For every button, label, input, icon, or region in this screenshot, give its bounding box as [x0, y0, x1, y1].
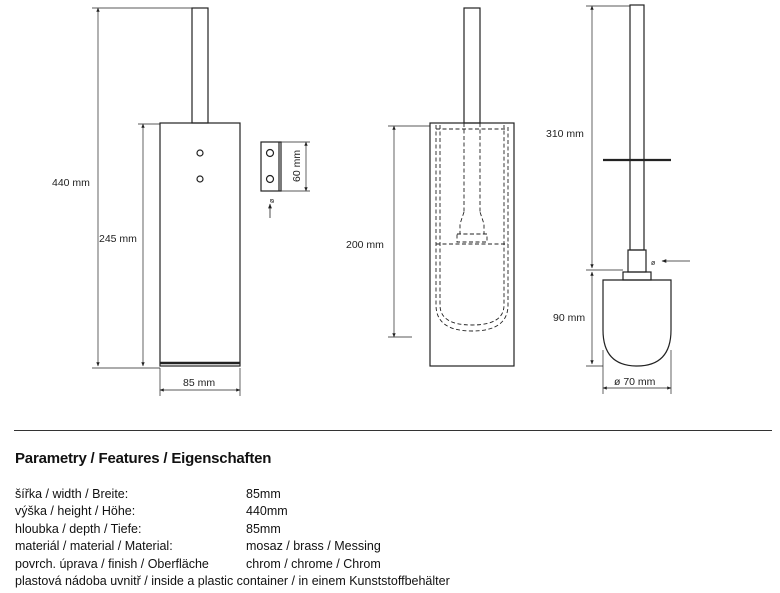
spec-row-width: šířka / width / Breite: 85mm [15, 486, 635, 503]
dim-245-label: 245 mm [99, 233, 137, 245]
features-heading: Parametry / Features / Eigenschaften [15, 450, 272, 467]
dim-70-label: ø 70 mm [614, 376, 656, 388]
spec-label: šířka / width / Breite: [15, 487, 129, 501]
screw-hole-top [196, 149, 204, 157]
spec-value: 440mm [246, 504, 288, 519]
dim-200-label: 200 mm [346, 239, 384, 251]
dim-440-line [92, 7, 192, 369]
dim-60-label: 60 mm [291, 150, 303, 182]
dim-60-line [281, 141, 310, 192]
spec-row-finish: povrch. úprava / finish / Oberfläche chr… [15, 556, 635, 573]
spec-value: chrom / chrome / Chrom [246, 556, 381, 571]
features-table: šířka / width / Breite: 85mm výška / hei… [15, 486, 635, 590]
dim-90-label: 90 mm [553, 312, 585, 324]
dim-70-line [602, 350, 672, 394]
front-handle [191, 7, 209, 124]
section-hidden-lines [435, 123, 509, 332]
technical-drawing: 440 mm 245 mm 85 mm 60 mm ø [52, 4, 690, 396]
section-divider [14, 430, 772, 431]
dim-245-line [138, 123, 160, 367]
front-view [159, 7, 241, 367]
spec-value: mosaz / brass / Messing [246, 539, 381, 554]
spec-label: povrch. úprava / finish / Oberfläche [15, 556, 209, 571]
spec-label: materiál / material / Material: [15, 539, 173, 554]
front-body [159, 122, 241, 367]
spec-row-depth: hloubka / depth / Tiefe: 85mm [15, 521, 635, 538]
screw-hole-bottom [196, 175, 204, 183]
spec-note: plastová nádoba uvnitř / inside a plasti… [15, 573, 450, 588]
spec-row-height: výška / height / Höhe: 440mm [15, 503, 635, 520]
spec-row-material: materiál / material / Material: mosaz / … [15, 538, 635, 555]
dim-310-label: 310 mm [546, 128, 584, 140]
dim-85-label: 85 mm [183, 377, 215, 389]
brush-small-mark: ø [651, 260, 656, 267]
dim-200-line [388, 125, 430, 338]
spec-value: 85mm [246, 487, 281, 501]
spec-label: hloubka / depth / Tiefe: [15, 521, 142, 536]
bracket-small-mark: ø [269, 198, 276, 203]
section-view [429, 7, 515, 367]
dim-90-line [586, 271, 603, 367]
dim-85-line [159, 368, 241, 396]
brush-view [602, 4, 672, 367]
dim-440-label: 440 mm [52, 177, 90, 189]
dim-310-line [586, 5, 630, 271]
wall-bracket [260, 141, 282, 192]
spec-value: 85mm [246, 521, 281, 536]
spec-label: výška / height / Höhe: [15, 504, 136, 519]
